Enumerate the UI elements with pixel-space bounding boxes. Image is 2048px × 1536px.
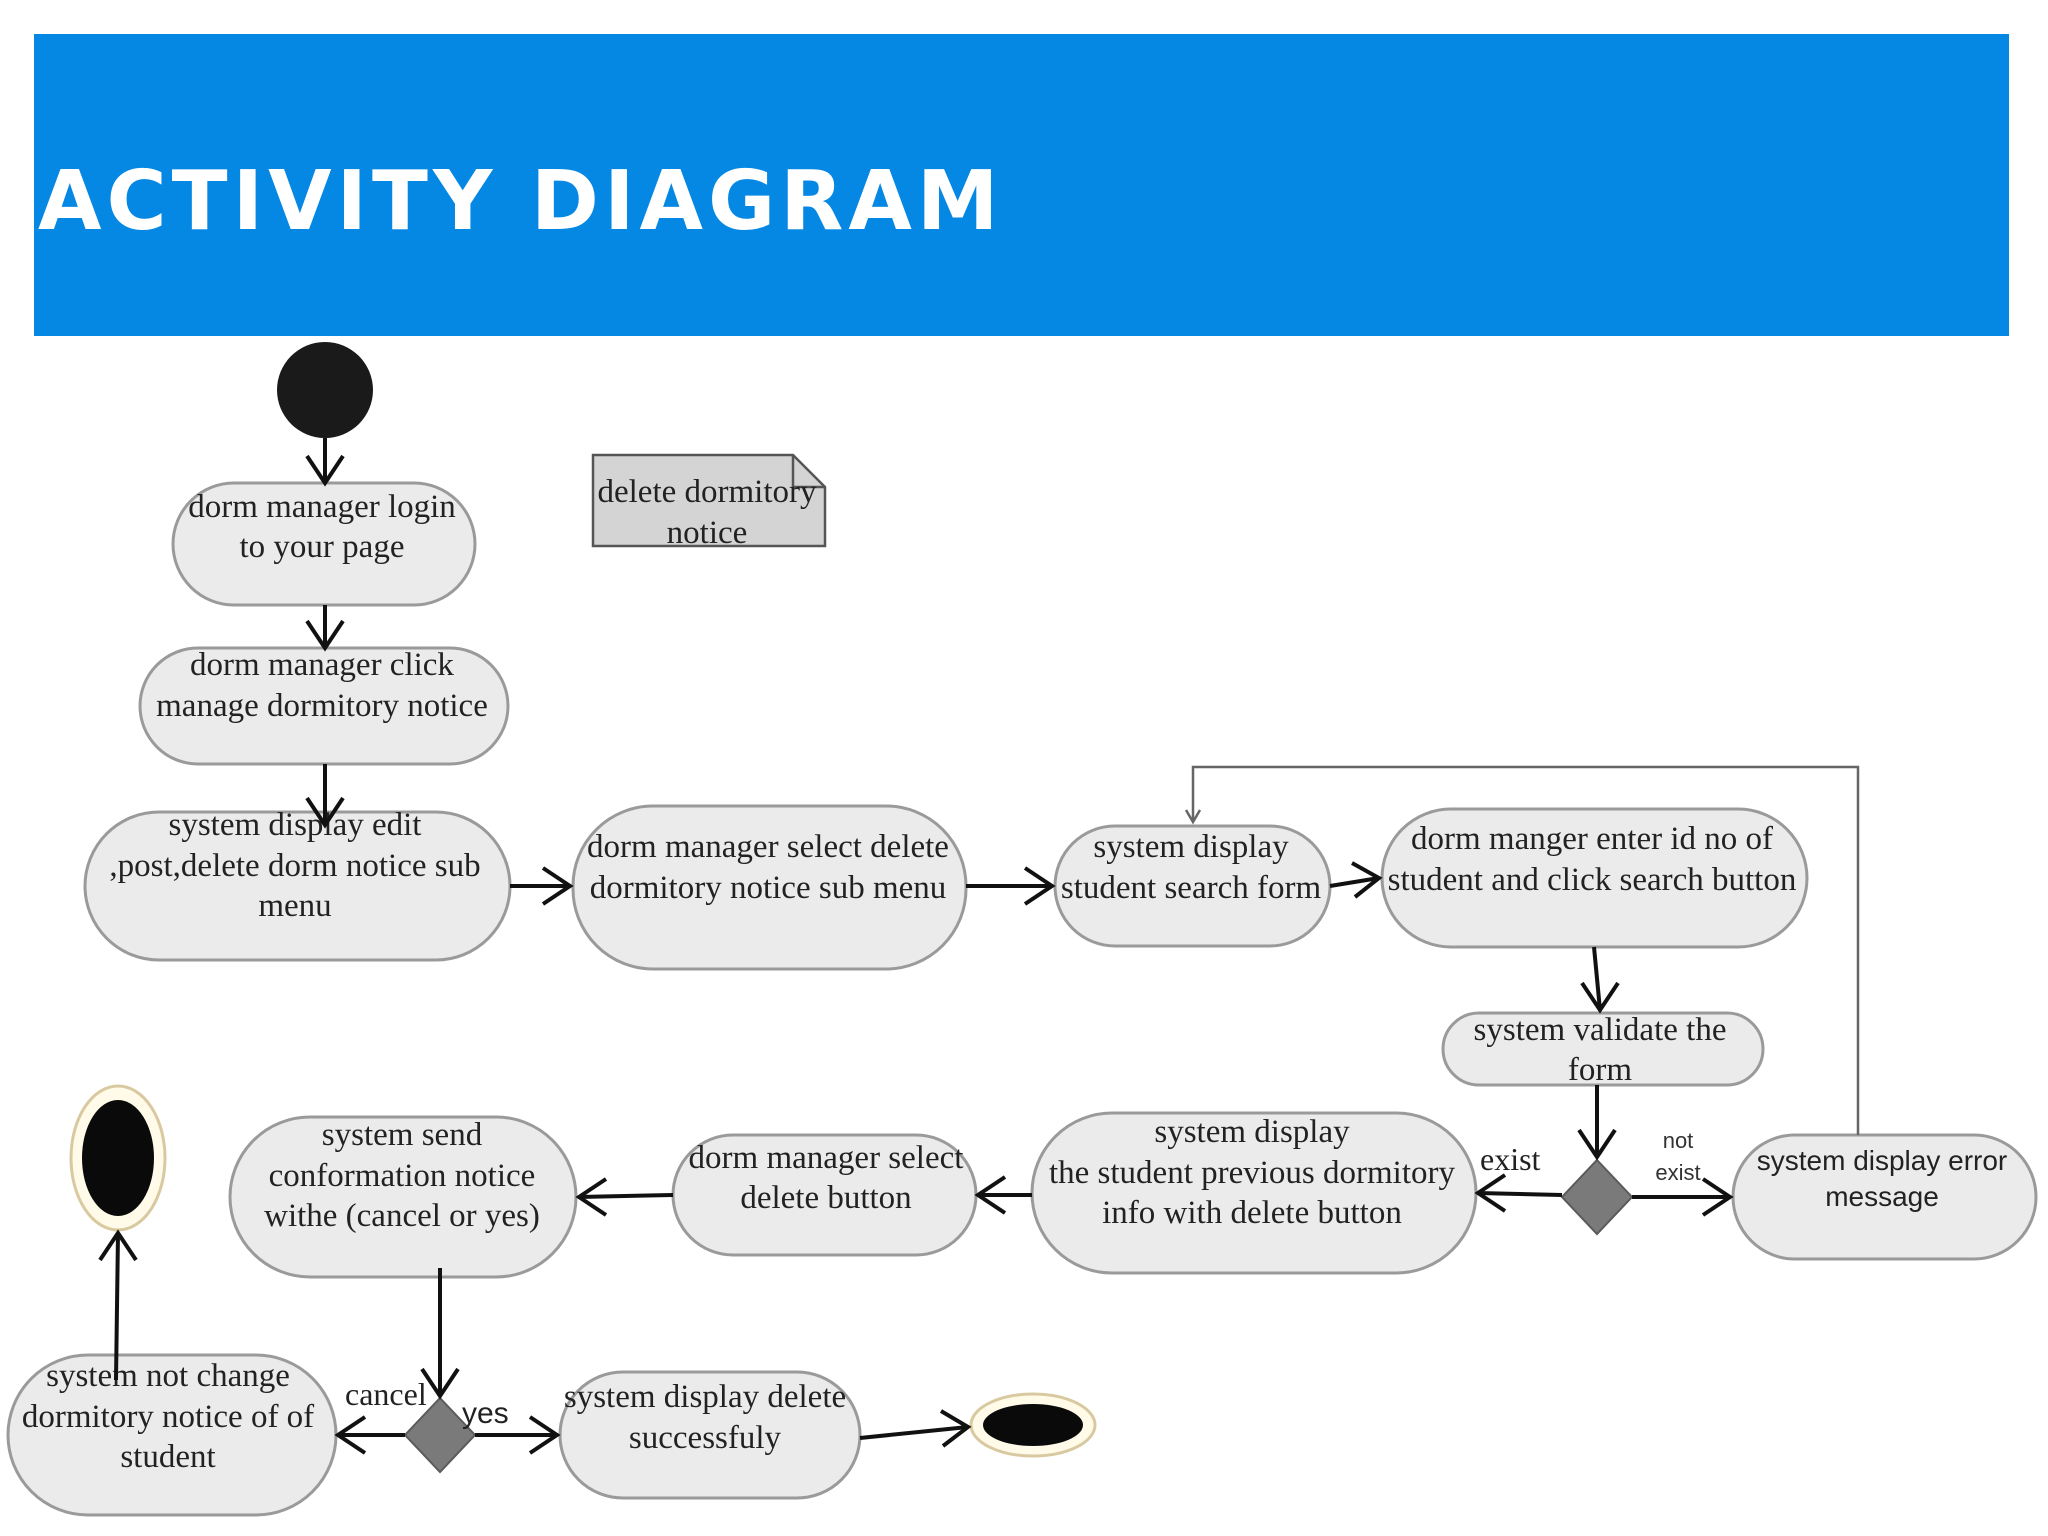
action-display-search-form: system display student search form: [1053, 824, 1332, 948]
action-display-submenu: system display edit ,post,delete dorm no…: [83, 807, 512, 962]
action-click-manage-line-1: dorm manager click: [190, 647, 454, 683]
action-send-confirmation-line-3: withe (cancel or yes): [264, 1198, 540, 1234]
action-send-confirmation-line-2: conformation notice: [269, 1158, 536, 1194]
guard-yes: yes: [462, 1397, 509, 1430]
action-display-previous-line-2: the student previous dormitory: [1049, 1155, 1456, 1191]
final-node-success: [969, 1392, 1097, 1458]
action-display-previous-line-3: info with delete button: [1102, 1195, 1402, 1231]
action-login: dorm manager login to your page: [171, 481, 477, 607]
action-login-line-1: dorm manager login: [188, 489, 456, 525]
action-select-delete-submenu: dorm manager select delete dormitory not…: [571, 804, 968, 971]
initial-node: [277, 342, 373, 438]
action-validate-line-1: system validate the: [1474, 1012, 1727, 1048]
action-display-success-line-1: system display delete: [564, 1379, 846, 1415]
action-error-message-line-1: system display error: [1757, 1145, 2008, 1176]
action-display-submenu-line-1: system display edit: [169, 807, 422, 843]
note-line-1: delete dormitory: [597, 474, 817, 510]
decision-cancel-yes: [403, 1396, 477, 1474]
action-enter-id: dorm manger enter id no of student and c…: [1380, 807, 1809, 949]
guard-not-exist-line-2: exist: [1655, 1160, 1700, 1185]
action-display-success-line-2: successfuly: [629, 1420, 782, 1456]
action-error-message-line-2: message: [1825, 1181, 1939, 1212]
action-display-success: system display delete successfuly: [558, 1370, 862, 1500]
flow-arrowheads: [98, 454, 1734, 1455]
action-login-line-2: to your page: [240, 529, 405, 565]
note-line-2: notice: [667, 515, 748, 551]
action-enter-id-line-1: dorm manger enter id no of: [1411, 821, 1773, 857]
action-click-manage-line-2: manage dormitory notice: [156, 688, 488, 724]
action-click-manage: dorm manager click manage dormitory noti…: [138, 646, 510, 766]
action-display-submenu-line-2: ,post,delete dorm notice sub: [109, 848, 480, 884]
action-validate: system validate the form: [1441, 1011, 1765, 1088]
action-error-message: system display error message: [1731, 1133, 2038, 1261]
guard-exist: exist: [1480, 1141, 1541, 1177]
action-select-delete-button-line-1: dorm manager select: [689, 1140, 964, 1176]
slide-title: ACTIVITY DIAGRAM: [38, 154, 1004, 249]
decision-exists: [1560, 1158, 1634, 1236]
action-not-change-line-2: dormitory notice of of: [22, 1399, 314, 1435]
action-display-previous-info: system display the student previous dorm…: [1030, 1111, 1478, 1275]
title-banner: ACTIVITY DIAGRAM: [34, 34, 2009, 336]
action-enter-id-line-2: student and click search button: [1388, 862, 1797, 898]
action-select-delete-button-line-2: delete button: [740, 1180, 911, 1216]
action-display-previous-line-1: system display: [1154, 1114, 1350, 1150]
action-send-confirmation: system send conformation notice withe (c…: [228, 1115, 578, 1279]
action-select-delete-submenu-line-2: dormitory notice sub menu: [590, 870, 947, 906]
action-not-change-line-3: student: [120, 1439, 215, 1475]
action-not-change-line-1: system not change: [46, 1358, 290, 1394]
action-display-search-form-line-1: system display: [1093, 829, 1289, 865]
control-flows: [114, 438, 1860, 1440]
action-select-delete-submenu-line-1: dorm manager select delete: [587, 829, 949, 865]
guard-not-exist-line-1: not: [1663, 1128, 1694, 1153]
guard-cancel: cancel: [345, 1376, 427, 1412]
action-display-submenu-line-3: menu: [258, 888, 331, 924]
action-select-delete-button: dorm manager select delete button: [671, 1133, 978, 1257]
action-validate-line-2: form: [1568, 1052, 1632, 1088]
diagram-note: delete dormitory notice: [591, 453, 827, 551]
action-display-search-form-line-2: student search form: [1061, 870, 1322, 906]
action-send-confirmation-line-1: system send: [322, 1117, 483, 1153]
final-node-cancel: [69, 1084, 167, 1232]
action-not-change: system not change dormitory notice of of…: [6, 1353, 338, 1517]
